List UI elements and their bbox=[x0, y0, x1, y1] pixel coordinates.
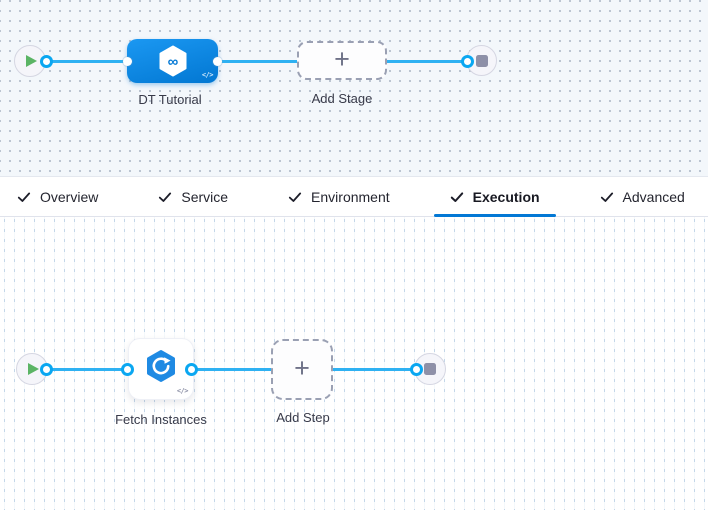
stage-canvas: ∞ </> DT Tutorial + Add Stage bbox=[0, 0, 708, 177]
check-icon bbox=[17, 190, 31, 204]
stage-node-dt-tutorial[interactable]: ∞ </> bbox=[127, 39, 218, 83]
tab-label: Service bbox=[181, 188, 229, 205]
stop-icon bbox=[424, 363, 436, 375]
connector-ring bbox=[121, 363, 134, 376]
harness-logo-icon: ∞ bbox=[159, 45, 186, 77]
tab-environment[interactable]: Environment bbox=[272, 177, 406, 216]
pipeline-tab-bar: Overview Service Environment Execution A… bbox=[0, 177, 708, 217]
add-stage-label: Add Stage bbox=[311, 91, 373, 106]
add-step-label: Add Step bbox=[276, 410, 330, 425]
tab-advanced[interactable]: Advanced bbox=[584, 177, 701, 216]
check-icon bbox=[288, 190, 302, 204]
play-icon bbox=[26, 55, 37, 67]
tab-overview[interactable]: Overview bbox=[1, 177, 114, 216]
stop-icon bbox=[475, 54, 488, 67]
connector-ring bbox=[40, 55, 53, 68]
plus-icon: + bbox=[334, 43, 350, 74]
step-label: Fetch Instances bbox=[115, 412, 207, 427]
svg-text:∞: ∞ bbox=[167, 54, 178, 71]
play-icon bbox=[28, 363, 39, 375]
connector-ring bbox=[410, 363, 423, 376]
stage-out-port bbox=[213, 57, 222, 66]
tab-label: Execution bbox=[472, 188, 540, 205]
execution-start-node bbox=[16, 353, 48, 385]
stage-label: DT Tutorial bbox=[138, 92, 202, 107]
check-icon bbox=[450, 190, 464, 204]
tab-service[interactable]: Service bbox=[142, 177, 244, 216]
tab-execution[interactable]: Execution bbox=[433, 177, 556, 217]
add-stage-button[interactable]: + bbox=[297, 41, 387, 80]
connector-ring bbox=[461, 55, 474, 68]
check-icon bbox=[158, 190, 172, 204]
step-connector-line bbox=[46, 368, 417, 371]
tab-label: Overview bbox=[40, 188, 99, 205]
execution-canvas: </> Fetch Instances + Add Step bbox=[0, 217, 708, 510]
fetch-instances-step-icon bbox=[147, 350, 175, 382]
connector-ring bbox=[185, 363, 198, 376]
connector-ring bbox=[40, 363, 53, 376]
stage-connector-line bbox=[46, 60, 468, 63]
code-icon[interactable]: </> bbox=[201, 71, 214, 79]
plus-icon: + bbox=[294, 352, 310, 383]
stage-in-port bbox=[123, 57, 132, 66]
tab-label: Environment bbox=[311, 188, 390, 205]
step-node-fetch-instances[interactable]: </> bbox=[128, 338, 194, 400]
execution-end-node bbox=[414, 353, 446, 385]
code-icon[interactable]: </> bbox=[176, 387, 189, 395]
add-step-button[interactable]: + bbox=[271, 339, 333, 400]
check-icon bbox=[600, 190, 614, 204]
tab-label: Advanced bbox=[622, 188, 685, 205]
